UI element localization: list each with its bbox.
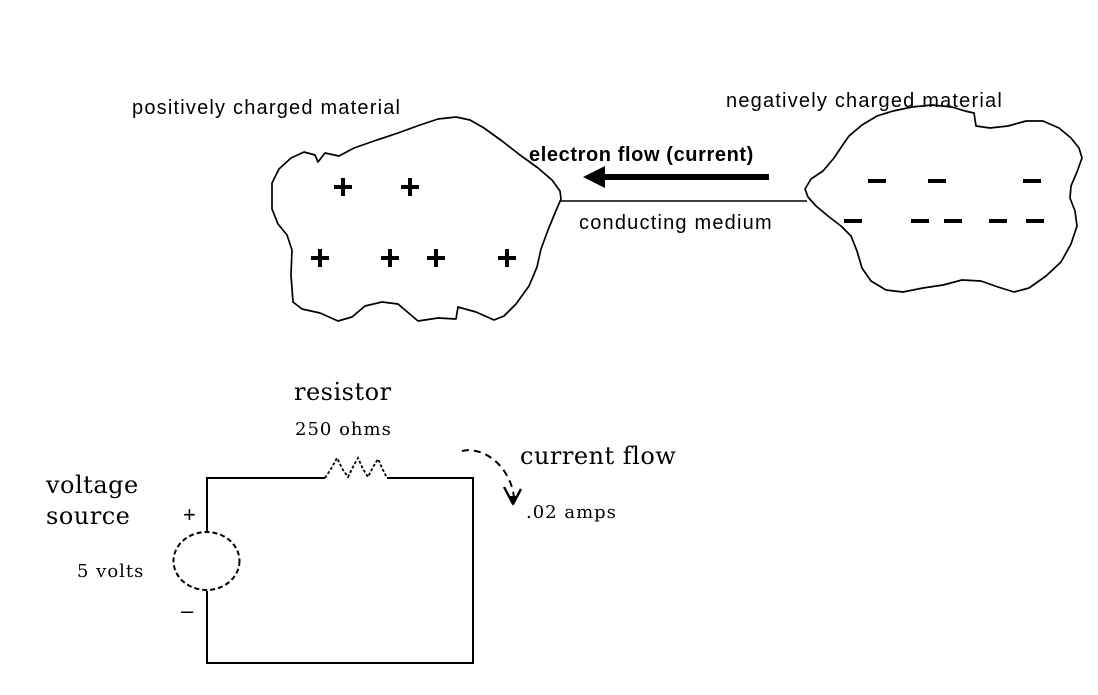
- negatively-charged-blob: [804, 104, 1083, 293]
- plus-charge-icon: [498, 249, 516, 267]
- plus-charge-icon: [381, 249, 399, 267]
- plus-charge-symbols: [311, 178, 516, 267]
- voltage-source-icon: [172, 531, 241, 591]
- conducting-medium-label: conducting medium: [579, 212, 773, 234]
- plus-charge-icon: [401, 178, 419, 196]
- voltage-source-label-line2: source: [46, 502, 131, 530]
- positively-charged-blob: [271, 116, 562, 322]
- circuit-wire: [206, 477, 474, 664]
- electron-flow-label: electron flow (current): [529, 144, 754, 166]
- minus-charge-symbols: [844, 179, 1044, 223]
- voltage-value: 5 volts: [77, 561, 145, 582]
- resistor-value: 250 ohms: [295, 419, 392, 440]
- plus-charge-icon: [334, 178, 352, 196]
- voltage-source-label: voltage source: [46, 470, 139, 532]
- resistor-icon: [324, 456, 388, 479]
- current-flow-label: current flow: [520, 442, 677, 470]
- plus-charge-icon: [311, 249, 329, 267]
- positive-terminal-symbol: +: [183, 502, 196, 527]
- current-value: .02 amps: [526, 502, 617, 523]
- plus-charge-icon: [427, 249, 445, 267]
- current-flow-arrow: [461, 449, 523, 506]
- voltage-source-label-line1: voltage: [46, 471, 139, 499]
- positively-charged-label: positively charged material: [132, 97, 402, 119]
- negative-terminal-symbol: –: [181, 598, 194, 623]
- electron-flow-arrow: [583, 166, 769, 188]
- resistor-label: resistor: [294, 378, 392, 406]
- negatively-charged-label: negatively charged material: [726, 90, 1003, 112]
